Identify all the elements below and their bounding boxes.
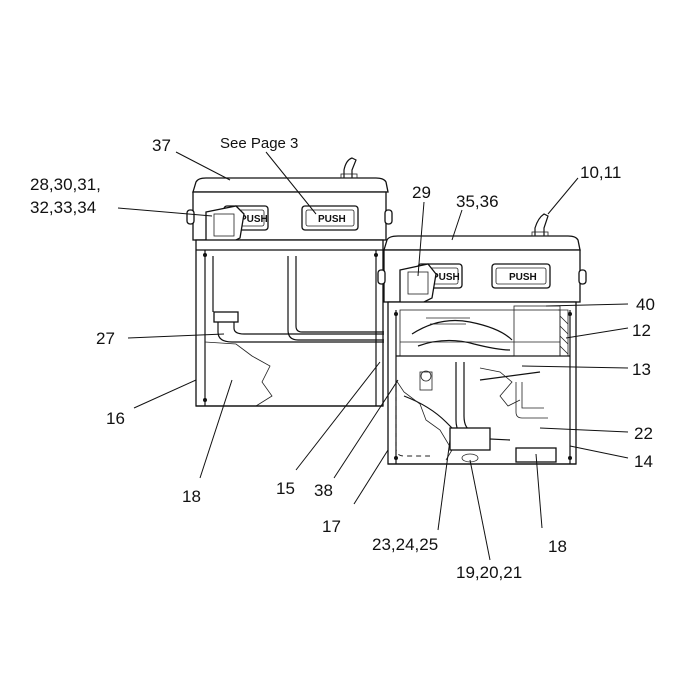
- right-fountain-unit: PUSH PUSH: [377, 213, 587, 465]
- callout-28-34-line2: 32,33,34: [30, 198, 96, 217]
- callout-17: 17: [322, 517, 341, 536]
- callout-38: 38: [314, 481, 333, 500]
- callout-18-left: 18: [182, 487, 201, 506]
- leader-lines: [117, 151, 629, 561]
- callout-23-24-25: 23,24,25: [372, 535, 438, 554]
- callout-35-36: 35,36: [456, 192, 499, 211]
- callout-22: 22: [634, 424, 653, 443]
- callout-12: 12: [632, 321, 651, 340]
- callout-10-11: 10,11: [580, 163, 621, 182]
- callout-see-page-3: See Page 3: [220, 135, 298, 152]
- push-button-label: PUSH: [432, 272, 460, 283]
- callout-14: 14: [634, 452, 653, 471]
- callout-40: 40: [636, 295, 655, 314]
- callout-labels: 37 See Page 3 10,11 28,30,31, 32,33,34 2…: [30, 135, 655, 582]
- callout-37: 37: [152, 136, 171, 155]
- callout-29: 29: [412, 183, 431, 202]
- callout-18-right: 18: [548, 537, 567, 556]
- callout-15: 15: [276, 479, 295, 498]
- callout-19-20-21: 19,20,21: [456, 563, 522, 582]
- left-fountain-unit: PUSH PUSH: [186, 157, 393, 407]
- push-button-label: PUSH: [240, 214, 268, 225]
- push-button-label: PUSH: [318, 214, 346, 225]
- callout-16: 16: [106, 409, 125, 428]
- callout-13: 13: [632, 360, 651, 379]
- push-button-label: PUSH: [509, 272, 537, 283]
- callout-28-34-line1: 28,30,31,: [30, 175, 101, 194]
- callout-27: 27: [96, 329, 115, 348]
